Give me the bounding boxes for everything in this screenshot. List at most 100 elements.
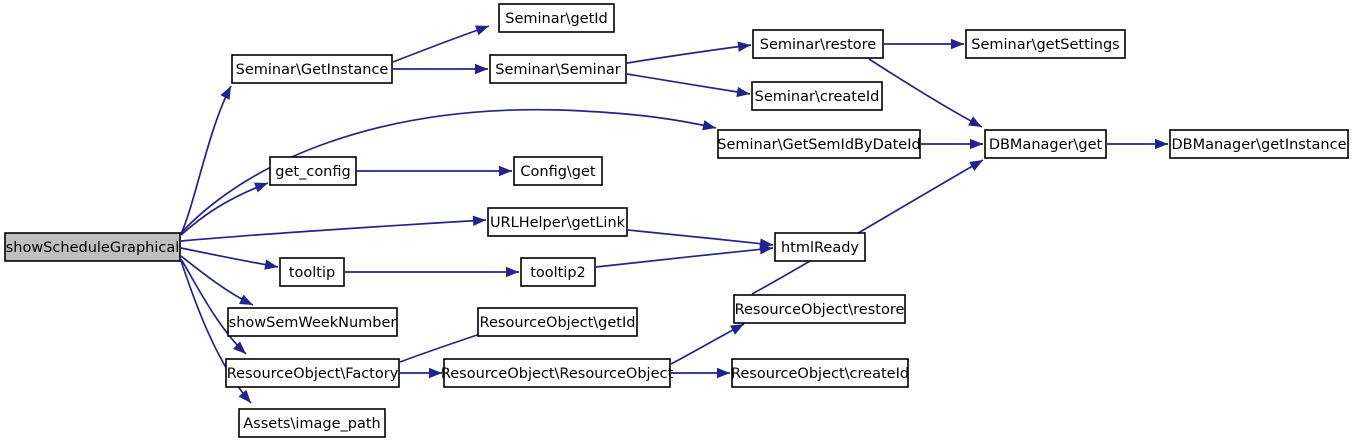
node-label: Assets\image_path (243, 416, 380, 432)
edge-SeminarSeminar-to-SeminarcreateId (626, 73, 751, 98)
edge-DBManagerget-to-DBManagergetInstance (1107, 138, 1168, 150)
graph-node-ResourceObjectrestore[interactable]: ResourceObject\restore (733, 294, 906, 324)
edge-Seminarrestore-to-DBManagerget (868, 58, 983, 128)
edge-line (868, 58, 983, 128)
edge-line (392, 25, 490, 63)
arrowhead-icon (254, 182, 268, 193)
arrowhead-icon (429, 367, 442, 379)
arrowhead-icon (736, 86, 750, 98)
node-label: get_config (275, 164, 350, 180)
graph-node-SeminargetSettings[interactable]: Seminar\getSettings (965, 29, 1126, 59)
graph-node-SeminarGetInstance[interactable]: Seminar\GetInstance (231, 54, 393, 84)
graph-node-tooltip2[interactable]: tooltip2 (520, 257, 596, 287)
arrowhead-icon (951, 38, 964, 50)
node-box[interactable] (752, 29, 884, 59)
arrowhead-icon (717, 367, 730, 379)
graph-node-SeminarcreateId[interactable]: Seminar\createId (751, 81, 883, 111)
edge-showScheduleGraphical-to-tooltip (180, 247, 279, 270)
arrowhead-icon (737, 41, 751, 52)
node-label: Seminar\Seminar (495, 62, 621, 78)
graph-node-ResourceObjectcreateId[interactable]: ResourceObject\createId (731, 358, 909, 388)
edge-showScheduleGraphical-to-get_config (180, 182, 269, 236)
edge-showScheduleGraphical-to-SeminarGetSemIdByDateId (180, 108, 717, 234)
graph-node-Assetsimage_path[interactable]: Assets\image_path (238, 408, 386, 438)
edge-line (180, 108, 717, 234)
node-box[interactable] (751, 81, 883, 111)
graph-node-showScheduleGraphical[interactable]: showScheduleGraphical (4, 232, 181, 262)
arrowhead-icon (702, 120, 716, 131)
node-box[interactable] (238, 408, 386, 438)
node-box[interactable] (227, 307, 398, 337)
edge-ResourceObjectResourceObject-to-ResourceObjectcreateId (671, 367, 730, 379)
arrowhead-icon (220, 86, 231, 100)
graph-node-ResourceObjectgetId[interactable]: ResourceObject\getId (477, 307, 638, 337)
edge-SeminarGetInstance-to-SeminarSeminar (393, 63, 488, 75)
node-label: ResourceObject\restore (735, 302, 905, 318)
node-box[interactable] (225, 358, 400, 388)
node-label: Config\get (520, 164, 596, 180)
graph-node-SeminarGetSemIdByDateId[interactable]: Seminar\GetSemIdByDateId (717, 129, 921, 159)
node-box[interactable] (269, 156, 357, 186)
edge-tooltip2-to-htmlReady (595, 244, 774, 268)
edge-line (595, 247, 774, 268)
node-box[interactable] (731, 358, 909, 388)
graph-node-DBManagergetInstance[interactable]: DBManager\getInstance (1169, 129, 1349, 159)
node-box[interactable] (984, 129, 1107, 159)
graph-node-URLHelpergetLink[interactable]: URLHelper\getLink (487, 207, 628, 237)
arrowhead-icon (759, 244, 773, 255)
graph-node-Seminarrestore[interactable]: Seminar\restore (752, 29, 884, 59)
graph-node-tooltip[interactable]: tooltip (279, 257, 345, 287)
node-label: tooltip2 (530, 265, 586, 281)
node-label: Seminar\createId (755, 89, 880, 105)
node-box[interactable] (443, 358, 671, 388)
node-box[interactable] (279, 257, 345, 287)
arrowhead-icon (238, 389, 251, 403)
graph-node-DBManagerget[interactable]: DBManager\get (984, 129, 1107, 159)
graph-node-get_config[interactable]: get_config (269, 156, 357, 186)
node-label: ResourceObject\getId (480, 315, 636, 331)
arrowhead-icon (969, 160, 983, 172)
arrowhead-icon (239, 294, 253, 305)
graph-node-SeminarSeminar[interactable]: Seminar\Seminar (489, 54, 627, 84)
graph-node-Configget[interactable]: Config\get (513, 156, 603, 186)
node-box[interactable] (520, 257, 596, 287)
edge-line (626, 73, 751, 95)
arrowhead-icon (970, 138, 983, 150)
arrowhead-icon (1155, 138, 1168, 150)
edge-URLHelpergetLink-to-htmlReady (627, 229, 774, 249)
node-label: ResourceObject\createId (731, 366, 909, 382)
arrowhead-icon (968, 116, 982, 127)
edge-showScheduleGraphical-to-URLHelpergetLink (180, 215, 487, 242)
edge-layer (180, 25, 1168, 404)
node-box[interactable] (498, 3, 615, 33)
node-box[interactable] (513, 156, 603, 186)
edge-SeminarGetInstance-to-SeminargetId (392, 25, 490, 63)
arrowhead-icon (475, 25, 489, 36)
node-label: tooltip (289, 265, 335, 281)
node-label: Seminar\restore (760, 37, 877, 53)
node-box[interactable] (487, 207, 628, 237)
arrowhead-icon (475, 63, 488, 75)
node-box[interactable] (4, 232, 181, 262)
node-box[interactable] (489, 54, 627, 84)
graph-node-ResourceObjectResourceObject[interactable]: ResourceObject\ResourceObject (441, 358, 674, 388)
edge-line (180, 258, 247, 355)
node-box[interactable] (477, 307, 638, 337)
node-box[interactable] (774, 232, 866, 262)
node-box[interactable] (717, 129, 921, 159)
graph-node-htmlReady[interactable]: htmlReady (774, 232, 866, 262)
arrowhead-icon (506, 266, 519, 278)
graph-node-SeminargetId[interactable]: Seminar\getId (498, 3, 615, 33)
node-box[interactable] (965, 29, 1126, 59)
node-label: ResourceObject\ResourceObject (441, 366, 674, 382)
graph-node-showSemWeekNumber[interactable]: showSemWeekNumber (227, 307, 398, 337)
arrowhead-icon (730, 324, 744, 335)
node-box[interactable] (1169, 129, 1349, 159)
node-label: Seminar\GetInstance (236, 62, 389, 78)
edge-showScheduleGraphical-to-ResourceObjectFactory (180, 258, 247, 355)
node-box[interactable] (231, 54, 393, 84)
node-box[interactable] (733, 294, 906, 324)
edge-showScheduleGraphical-to-showSemWeekNumber (180, 255, 254, 306)
graph-node-ResourceObjectFactory[interactable]: ResourceObject\Factory (225, 358, 400, 388)
